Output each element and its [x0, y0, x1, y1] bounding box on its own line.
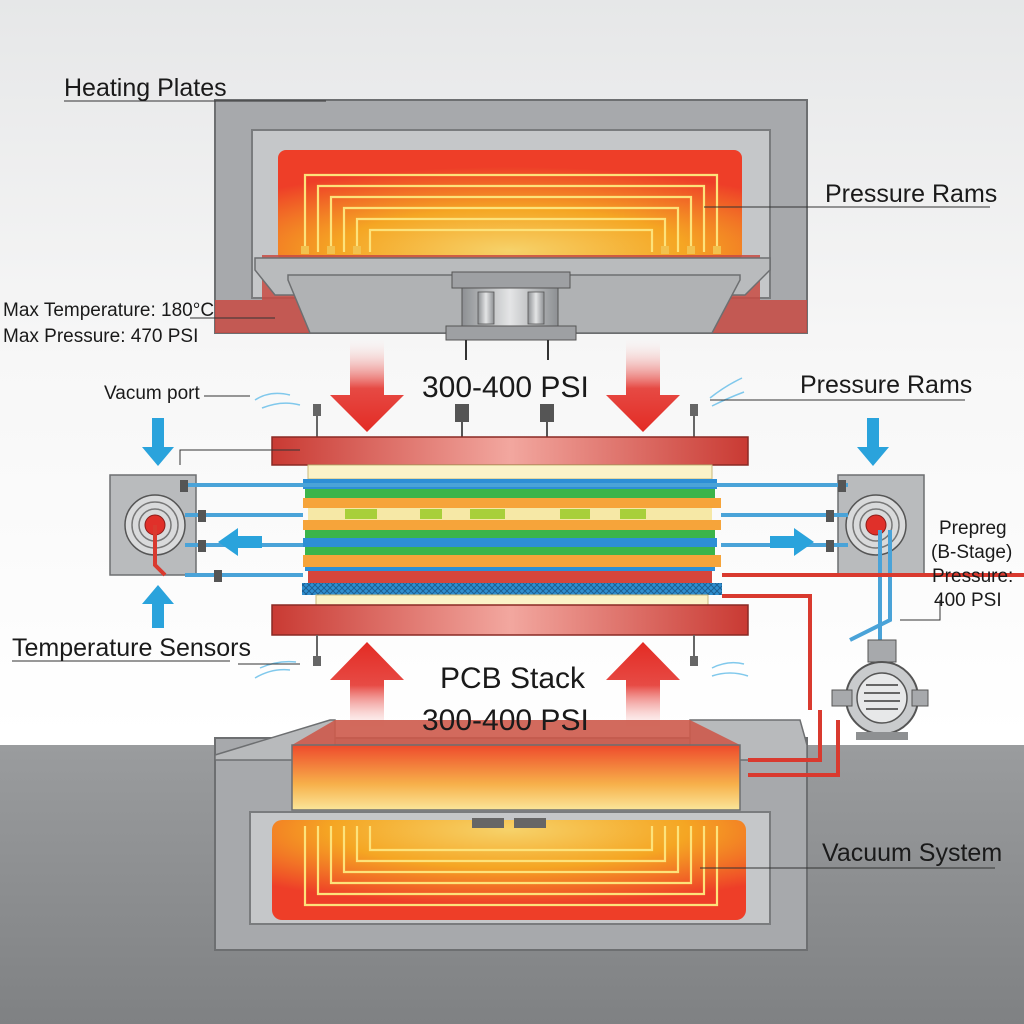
- leader-lines: [12, 100, 995, 869]
- vacuum-port-label: Vacum port: [104, 383, 200, 404]
- heating-plates-label: Heating Plates: [64, 74, 227, 102]
- lower-platen: [271, 604, 749, 666]
- top-pressure-ram: [445, 271, 577, 360]
- bottom-heating-plate: [214, 719, 808, 951]
- top-heating-coils: [303, 173, 719, 252]
- pressure-arrow-up-right: [606, 642, 680, 738]
- vacuum-pump: [831, 639, 929, 740]
- upper-pressure-label: 300-400 PSI: [422, 371, 589, 404]
- pressure-rams-mid-label: Pressure Rams: [800, 371, 972, 399]
- temperature-sensors-label: Temperature Sensors: [12, 634, 251, 662]
- prepreg-label-line3: Pressure:: [932, 566, 1013, 587]
- vacuum-system-label: Vacuum System: [822, 839, 1002, 867]
- max-temperature-label: Max Temperature: 180°C: [3, 300, 214, 321]
- pressure-arrow-down-left: [330, 335, 404, 432]
- max-pressure-label: Max Pressure: 470 PSI: [3, 326, 198, 347]
- blue-flow-arrows: [142, 418, 889, 628]
- prepreg-label-line2: (B-Stage): [931, 542, 1012, 563]
- bottom-heating-coils: [303, 826, 719, 907]
- prepreg-label-line4: 400 PSI: [934, 590, 1002, 611]
- pressure-arrow-down-right: [606, 335, 680, 432]
- prepreg-label-line1: Prepreg: [939, 518, 1007, 539]
- red-heating-lines: [153, 525, 1024, 777]
- pcb-stack-label: PCB Stack: [440, 662, 586, 695]
- lower-pressure-label: 300-400 PSI: [422, 704, 589, 737]
- pressure-arrow-up-left: [330, 642, 404, 738]
- vacuum-wisps: [254, 377, 749, 679]
- pressure-rams-top-label: Pressure Rams: [825, 180, 997, 208]
- upper-platen: [271, 404, 749, 466]
